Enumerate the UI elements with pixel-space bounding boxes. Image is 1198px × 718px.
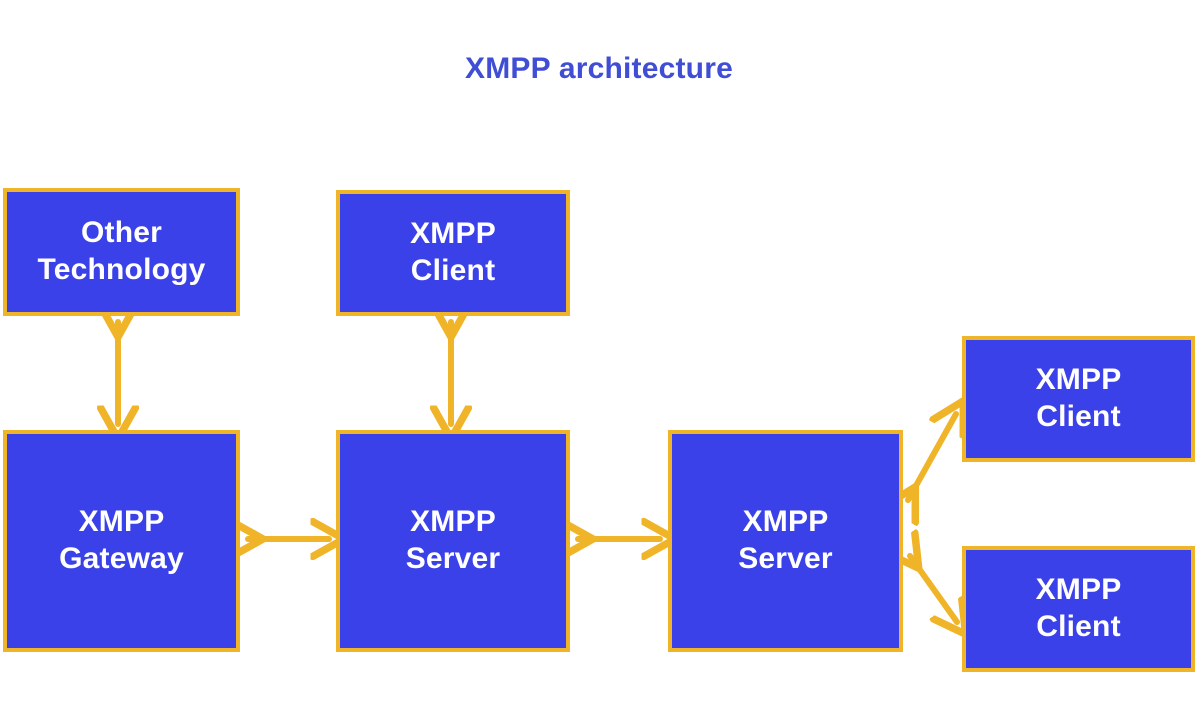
node-label: Other Technology [37, 216, 206, 286]
node-xmpp-server-right[interactable]: XMPP Server [668, 430, 903, 652]
node-label: XMPP Server [405, 505, 501, 575]
node-xmpp-client-top-right[interactable]: XMPP Client [962, 336, 1195, 462]
node-label: XMPP Gateway [59, 505, 184, 575]
node-other-technology[interactable]: Other Technology [3, 188, 240, 316]
node-xmpp-client-top[interactable]: XMPP Client [336, 190, 570, 316]
node-xmpp-client-bottom-right[interactable]: XMPP Client [962, 546, 1195, 672]
node-label: XMPP Client [1035, 363, 1122, 433]
node-label: XMPP Client [410, 217, 496, 287]
node-label: XMPP Server [738, 505, 833, 575]
connector-server-right-to-client-top-right [908, 414, 956, 500]
page-title: XMPP architecture [465, 52, 733, 85]
node-xmpp-server-left[interactable]: XMPP Server [336, 430, 570, 652]
connector-server-right-to-client-bottom-right [910, 556, 957, 622]
node-label: XMPP Client [1035, 573, 1122, 643]
node-xmpp-gateway[interactable]: XMPP Gateway [3, 430, 240, 652]
